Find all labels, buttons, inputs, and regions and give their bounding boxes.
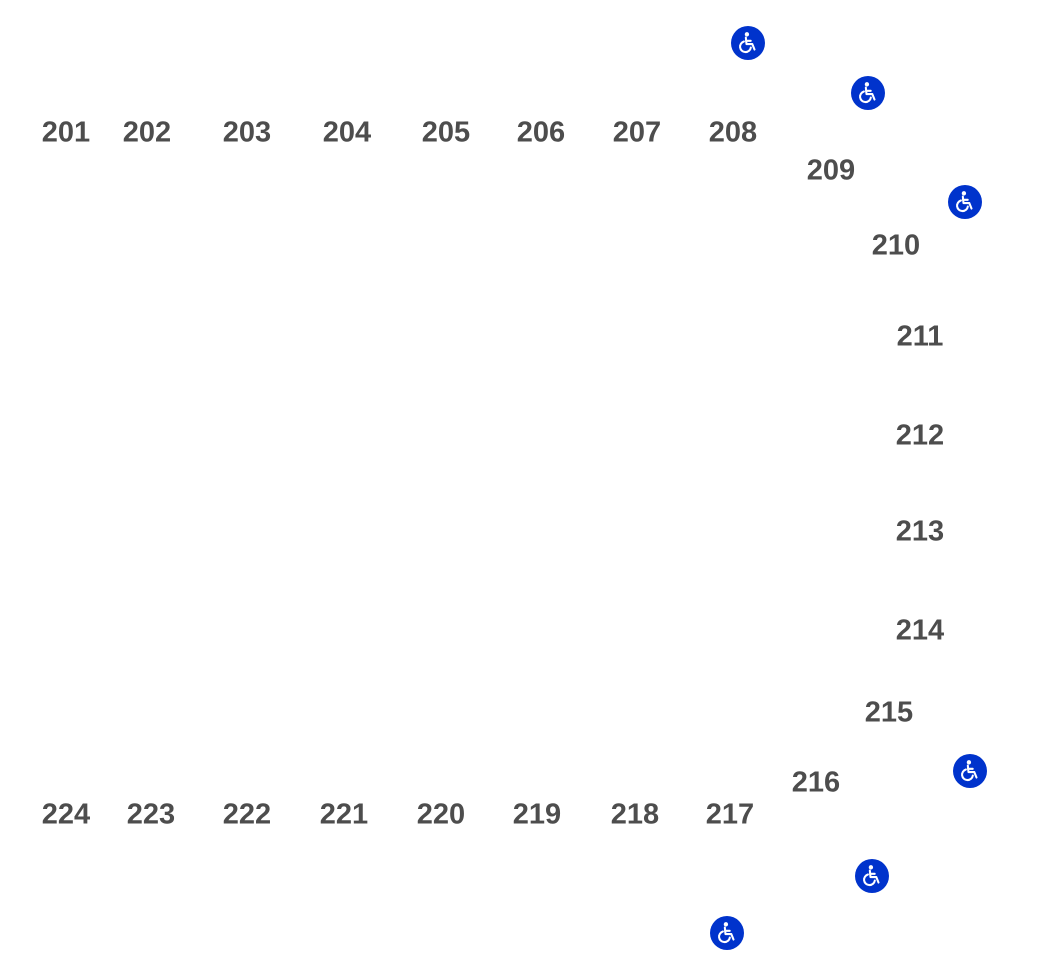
section-label-211[interactable]: 211 xyxy=(896,320,944,353)
section-label-213[interactable]: 213 xyxy=(895,515,945,548)
wheelchair-accessible-icon xyxy=(953,754,987,788)
section-label-212[interactable]: 212 xyxy=(895,419,945,452)
section-label-219[interactable]: 219 xyxy=(512,798,562,831)
section-label-215[interactable]: 215 xyxy=(864,696,914,729)
section-label-221[interactable]: 221 xyxy=(319,798,369,831)
section-label-206[interactable]: 206 xyxy=(516,116,566,149)
section-label-222[interactable]: 222 xyxy=(222,798,272,831)
wheelchair-accessible-icon xyxy=(731,26,765,60)
wheelchair-accessible-icon xyxy=(948,185,982,219)
section-label-210[interactable]: 210 xyxy=(871,229,921,262)
section-label-201[interactable]: 201 xyxy=(41,116,91,149)
section-label-217[interactable]: 217 xyxy=(705,798,755,831)
section-label-205[interactable]: 205 xyxy=(421,116,471,149)
section-label-209[interactable]: 209 xyxy=(806,154,856,187)
section-label-214[interactable]: 214 xyxy=(895,614,945,647)
wheelchair-accessible-icon xyxy=(855,859,889,893)
section-label-223[interactable]: 223 xyxy=(126,798,176,831)
section-label-207[interactable]: 207 xyxy=(612,116,662,149)
section-label-224[interactable]: 224 xyxy=(41,798,91,831)
section-label-203[interactable]: 203 xyxy=(222,116,272,149)
section-label-204[interactable]: 204 xyxy=(322,116,372,149)
wheelchair-accessible-icon xyxy=(851,76,885,110)
section-label-216[interactable]: 216 xyxy=(791,766,841,799)
section-label-208[interactable]: 208 xyxy=(708,116,758,149)
wheelchair-accessible-icon xyxy=(710,916,744,950)
section-label-218[interactable]: 218 xyxy=(610,798,660,831)
section-label-220[interactable]: 220 xyxy=(416,798,466,831)
section-label-202[interactable]: 202 xyxy=(122,116,172,149)
